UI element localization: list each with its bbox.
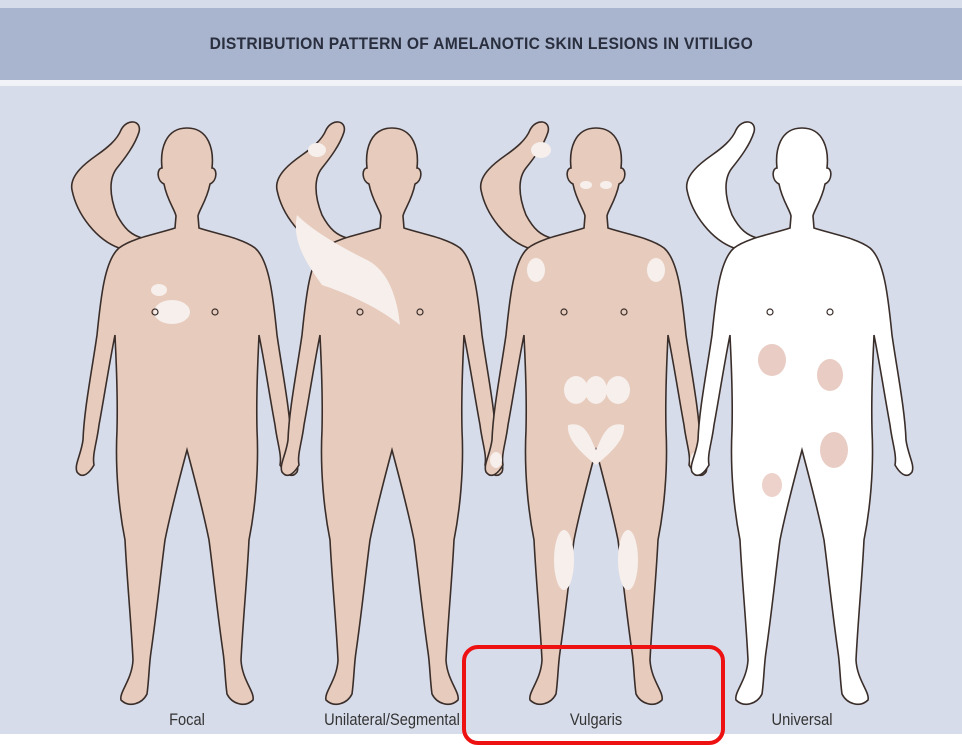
- figure-focal: [72, 122, 298, 704]
- caption-segmental: Unilateral/Segmental: [297, 710, 486, 730]
- header-band: DISTRIBUTION PATTERN OF AMELANOTIC SKIN …: [0, 8, 962, 80]
- pigment-patch: [820, 432, 848, 468]
- figure-vulgaris: [481, 122, 707, 704]
- figure-title: DISTRIBUTION PATTERN OF AMELANOTIC SKIN …: [209, 34, 752, 54]
- body-figures: [0, 86, 962, 706]
- lesion-spot: [527, 258, 545, 282]
- figure-segmental: [277, 122, 503, 704]
- lesion-spot: [606, 376, 630, 404]
- pigment-patch: [817, 359, 843, 391]
- lesion-spot: [531, 142, 551, 158]
- caption-focal: Focal: [92, 710, 281, 730]
- lesion-spot: [151, 284, 167, 296]
- pigment-patch: [762, 473, 782, 497]
- lesion-spot: [154, 300, 190, 324]
- lesion-patch: [618, 530, 638, 590]
- caption-universal: Universal: [707, 710, 896, 730]
- lesion-spot: [647, 258, 665, 282]
- highlight-box: [462, 645, 725, 745]
- lesion-patch: [554, 530, 574, 590]
- lesion-spot: [564, 376, 588, 404]
- lesion-spot: [308, 143, 326, 157]
- lesion-spot: [490, 452, 502, 468]
- figure-universal: [687, 122, 913, 704]
- lesion-spot: [585, 376, 607, 404]
- pigment-patch: [758, 344, 786, 376]
